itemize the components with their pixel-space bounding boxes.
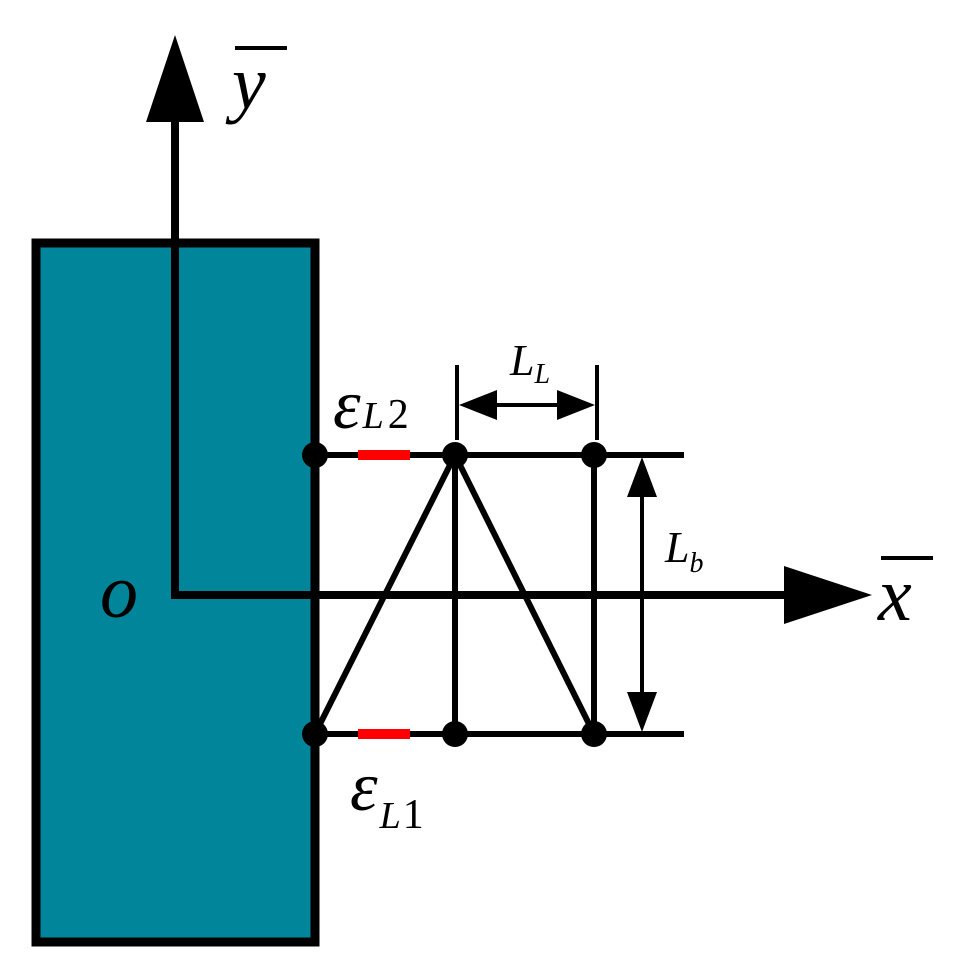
strain-label-top: εL2 [333,367,409,444]
joint [442,721,468,747]
dimension-vertical [627,457,657,732]
joint [581,721,607,747]
joint [302,442,328,468]
x-axis-arrowhead [784,566,872,624]
origin-label: o [100,550,138,634]
dimension-horizontal [455,365,599,440]
x-axis-label: x [877,553,912,637]
dim-label-vertical: Lb [664,523,703,579]
joint [442,442,468,468]
strain-label-bottom: εL1 [350,749,424,838]
dim-label-horizontal: LL [509,336,550,390]
diagonal-left [312,453,458,736]
y-axis-arrowhead [146,35,204,122]
truss-joints [302,442,607,747]
y-axis-label: y [225,41,266,125]
diagonal-right [452,453,597,736]
joint [302,721,328,747]
joint [581,442,607,468]
